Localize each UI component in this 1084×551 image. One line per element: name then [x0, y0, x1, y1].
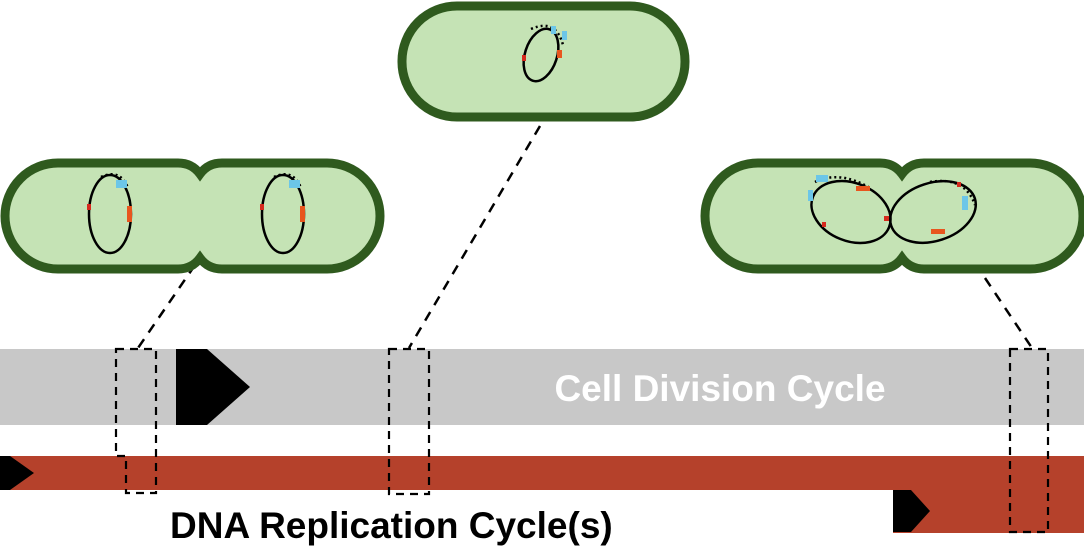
- replication-label: DNA Replication Cycle(s): [170, 505, 613, 546]
- origin-marker: [289, 180, 300, 188]
- origin-marker: [562, 31, 567, 40]
- sample-window-1: [114, 347, 158, 495]
- cell-single: [397, 1, 690, 122]
- sample-window-2: [387, 347, 431, 496]
- terminus-marker: [931, 229, 945, 234]
- replication-bar: [0, 456, 1084, 533]
- cell-dividing-left: [0, 158, 385, 274]
- origin-marker: [962, 196, 968, 210]
- terminus-marker: [300, 206, 305, 222]
- cell-division-bar: [0, 349, 1084, 425]
- locus-marker: [884, 216, 889, 221]
- cell-dividing-right: [700, 158, 1084, 274]
- chromosome-right: [260, 173, 306, 255]
- chromosome-single: [522, 24, 567, 83]
- replication-restart-arrow-icon: [893, 490, 930, 532]
- origin-marker: [808, 190, 813, 201]
- origin-marker: [816, 175, 828, 182]
- chromosome-pair-joined: [808, 175, 978, 245]
- terminus-marker: [856, 186, 870, 191]
- origin-marker: [116, 180, 127, 188]
- connector-lines: [136, 125, 1034, 349]
- origin-marker: [551, 26, 556, 34]
- cell-division-start-arrow-icon: [176, 349, 250, 425]
- locus-marker: [522, 55, 526, 61]
- terminus-marker: [127, 206, 132, 222]
- replication-start-arrow-icon: [0, 456, 34, 490]
- terminus-marker: [557, 50, 562, 58]
- chromosome-left: [87, 173, 133, 255]
- sample-window-3: [1008, 347, 1050, 534]
- locus-marker: [87, 204, 91, 210]
- locus-marker: [957, 182, 961, 187]
- cell-division-label: Cell Division Cycle: [554, 368, 885, 409]
- locus-marker: [822, 222, 826, 227]
- locus-marker: [260, 204, 264, 210]
